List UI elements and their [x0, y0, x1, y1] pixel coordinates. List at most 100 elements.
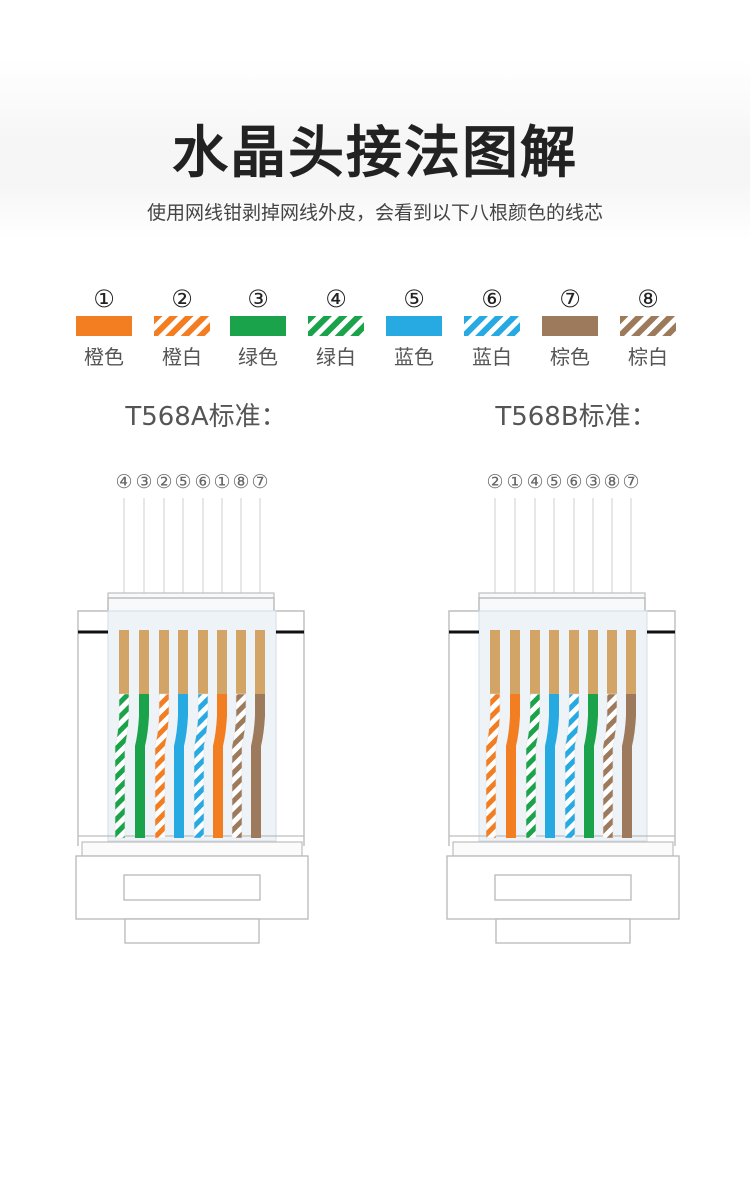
legend-item: ② 橙白	[152, 284, 212, 370]
pin-number-label: ⑤	[545, 471, 562, 493]
pin-number-label: ⑥	[565, 471, 582, 493]
wire-insulation	[114, 693, 130, 839]
wire-insulation	[506, 694, 520, 838]
copper-contact	[139, 630, 149, 694]
wire	[545, 630, 559, 838]
pin-number-label: ②	[155, 471, 172, 493]
copper-contact	[159, 630, 169, 694]
copper-contact	[198, 630, 208, 694]
copper-contact	[569, 630, 579, 694]
wire	[231, 630, 247, 839]
copper-contact	[626, 630, 636, 694]
pin-number-label: ⑧	[603, 471, 620, 493]
legend-item: ⑤ 蓝色	[384, 284, 444, 370]
wire-insulation	[174, 694, 188, 838]
wire	[174, 630, 188, 838]
legend-swatch	[386, 316, 442, 336]
copper-contact	[178, 630, 188, 694]
wire	[154, 630, 170, 839]
pin-number-label: ⑥	[194, 471, 211, 493]
copper-contact	[607, 630, 617, 694]
copper-contact	[549, 630, 559, 694]
wire	[564, 630, 580, 839]
pin-number-label: ③	[135, 471, 152, 493]
legend-label: 棕白	[628, 345, 668, 369]
legend-label: 蓝色	[394, 345, 434, 369]
pin-number-label: ④	[115, 471, 132, 493]
legend-number: ④	[325, 285, 347, 313]
pin-number-label: ④	[526, 471, 543, 493]
wire-insulation	[135, 694, 149, 838]
pin-number-label: ⑦	[622, 471, 639, 493]
page-title: 水晶头接法图解	[172, 121, 578, 186]
legend-swatch	[620, 316, 676, 336]
wire	[193, 630, 209, 839]
legend-number: ①	[93, 285, 115, 313]
legend-swatch	[464, 316, 520, 336]
copper-contact	[588, 630, 598, 694]
legend-number: ⑧	[637, 285, 659, 313]
page-subtitle: 使用网线钳剥掉网线外皮，会看到以下八根颜色的线芯	[146, 202, 603, 224]
wire	[114, 630, 130, 839]
wire-insulation	[584, 694, 598, 838]
pin-number-label: ②	[486, 471, 503, 493]
legend-number: ②	[171, 285, 193, 313]
legend-label: 橙白	[162, 345, 202, 369]
wire	[251, 630, 265, 838]
copper-contact	[236, 630, 246, 694]
copper-contact	[119, 630, 129, 694]
wire	[506, 630, 520, 838]
pin-number-label: ③	[584, 471, 601, 493]
legend-number: ⑥	[481, 285, 503, 313]
wire-insulation	[154, 693, 170, 839]
legend-swatch	[154, 316, 210, 336]
wire-insulation	[622, 694, 636, 838]
legend-label: 棕色	[550, 345, 590, 369]
copper-contact	[530, 630, 540, 694]
legend-swatch	[542, 316, 598, 336]
legend-item: ① 橙色	[74, 284, 134, 370]
pin-number-label: ①	[213, 471, 230, 493]
legend-label: 橙色	[84, 345, 124, 369]
pin-number-label: ⑤	[174, 471, 191, 493]
wire-insulation	[602, 693, 618, 839]
legend-item: ⑥ 蓝白	[462, 284, 522, 370]
pin-number-label: ⑧	[232, 471, 249, 493]
legend-label: 蓝白	[472, 345, 512, 369]
legend-item: ⑧ 棕白	[618, 284, 678, 370]
wire-insulation	[545, 694, 559, 838]
pin-number-label: ⑦	[251, 471, 268, 493]
legend-swatch	[76, 316, 132, 336]
legend-number: ③	[247, 285, 269, 313]
connector-body	[446, 592, 680, 944]
wire-insulation	[525, 693, 541, 839]
copper-contact	[510, 630, 520, 694]
wire	[525, 630, 541, 839]
copper-contact	[255, 630, 265, 694]
wire-insulation	[485, 693, 501, 839]
wire	[602, 630, 618, 839]
legend-number: ⑤	[403, 285, 425, 313]
header-background	[0, 60, 750, 240]
t568a-title: T568A标准：	[125, 402, 287, 432]
t568b-title: T568B标准：	[495, 402, 657, 432]
wire-insulation	[251, 694, 265, 838]
pin-number-label: ①	[506, 471, 523, 493]
connector-body	[75, 592, 309, 944]
copper-contact	[217, 630, 227, 694]
wire-insulation	[231, 693, 247, 839]
wire-insulation	[564, 693, 580, 839]
wire-insulation	[213, 694, 227, 838]
wire	[622, 630, 636, 838]
wire	[135, 630, 149, 838]
wire-insulation	[193, 693, 209, 839]
legend-label: 绿色	[238, 345, 278, 369]
legend-label: 绿白	[316, 345, 356, 369]
legend-item: ③ 绿色	[228, 284, 288, 370]
wire	[213, 630, 227, 838]
legend-item: ④ 绿白	[306, 284, 366, 370]
wire	[485, 630, 501, 839]
